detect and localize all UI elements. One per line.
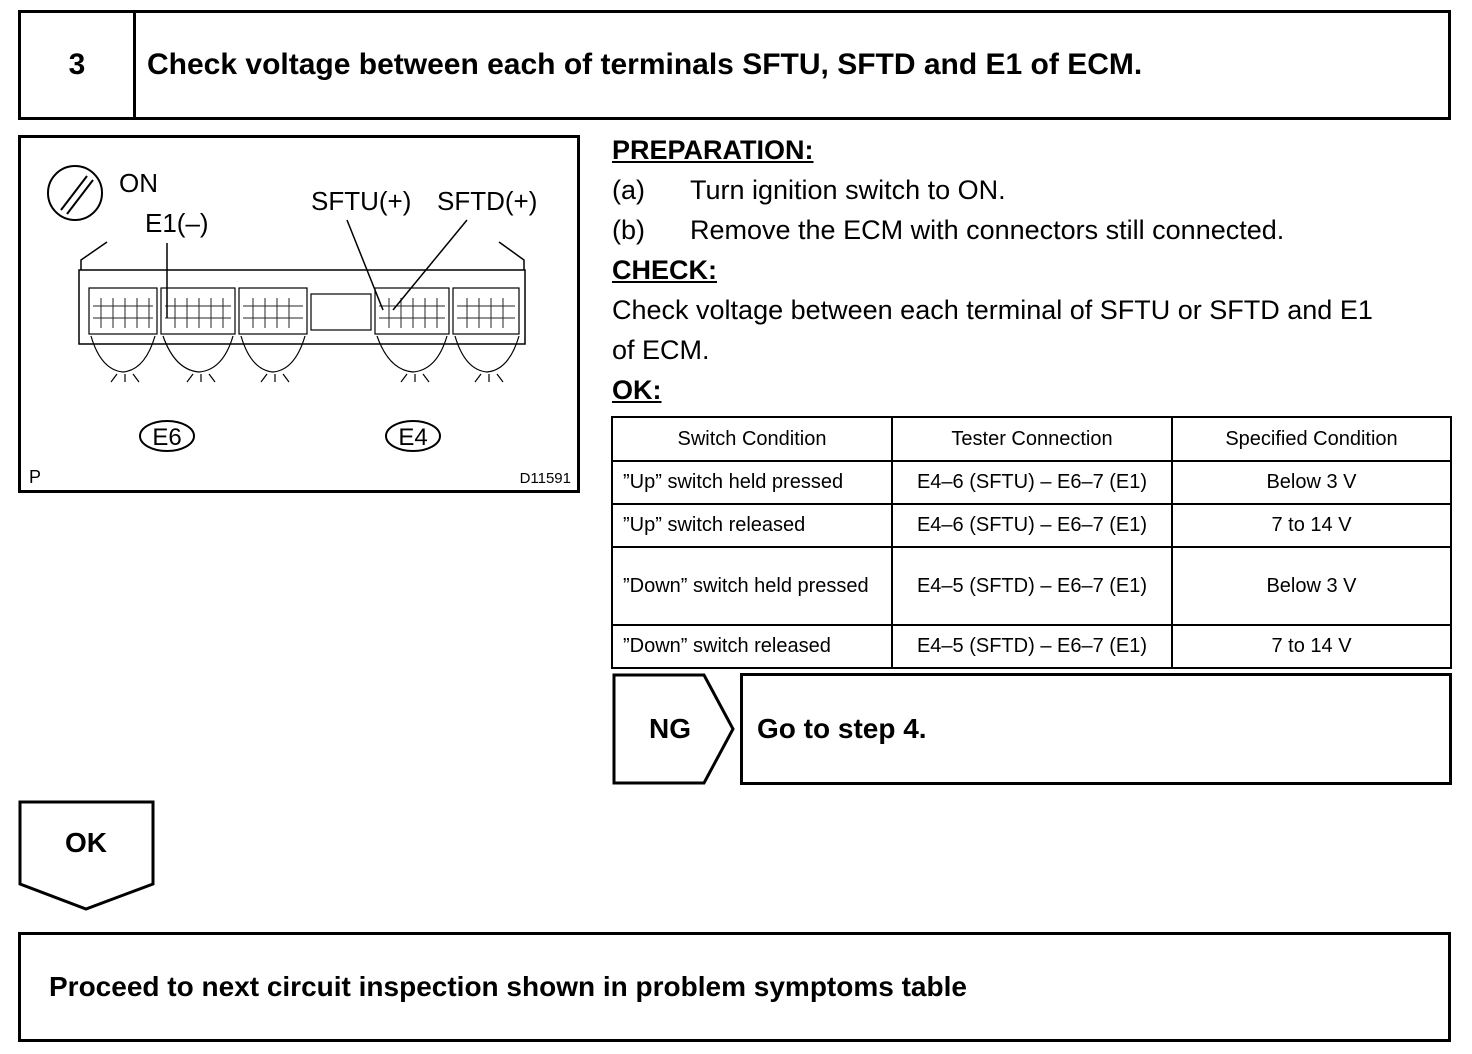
table-cell: ”Down” switch released xyxy=(611,624,893,669)
on-label: ON xyxy=(119,168,158,198)
table-row: ”Up” switch held pressed E4–6 (SFTU) – E… xyxy=(611,460,1452,505)
table-cell: E4–6 (SFTU) – E6–7 (E1) xyxy=(891,460,1173,505)
table-row: ”Down” switch held pressed E4–5 (SFTD) –… xyxy=(611,546,1452,626)
table-cell: Below 3 V xyxy=(1171,546,1452,626)
check-text-line2: of ECM. xyxy=(612,335,710,365)
table-cell: ”Down” switch held pressed xyxy=(611,546,893,626)
preparation-item-label: (a) xyxy=(612,175,645,205)
table-cell: 7 to 14 V xyxy=(1171,503,1452,548)
figure-code: D11591 xyxy=(520,470,571,487)
ok-label: OK xyxy=(65,827,107,858)
sftu-label: SFTU(+) xyxy=(311,186,411,216)
e1-label: E1(–) xyxy=(145,208,209,238)
connector-e6-tag: E6 xyxy=(139,420,195,452)
preparation-item-label: (b) xyxy=(612,215,645,245)
step-title: Check voltage between each of terminals … xyxy=(147,48,1143,81)
table-cell: Below 3 V xyxy=(1171,460,1452,505)
ng-result-box: Go to step 4. xyxy=(740,673,1452,785)
connector-e4-label: E4 xyxy=(398,424,427,451)
instructions: PREPARATION: (a) Turn ignition switch to… xyxy=(612,130,1452,410)
ok-arrow-shape xyxy=(18,800,155,911)
ecm-connector-figure: ON E1(–) SFTU(+) SFTD(+) xyxy=(18,135,580,493)
ok-heading: OK: xyxy=(612,375,662,405)
table-header-row: Switch Condition Tester Connection Speci… xyxy=(611,416,1452,462)
spec-table: Switch Condition Tester Connection Speci… xyxy=(611,416,1452,669)
preparation-item: (b) Remove the ECM with connectors still… xyxy=(612,210,1452,250)
table-row: ”Down” switch released E4–5 (SFTD) – E6–… xyxy=(611,624,1452,669)
figure-corner-letter: P xyxy=(29,467,41,487)
table-cell: ”Up” switch released xyxy=(611,503,893,548)
column-header: Switch Condition xyxy=(611,416,893,462)
column-header: Specified Condition xyxy=(1171,416,1452,462)
ng-label: NG xyxy=(649,713,691,744)
preparation-item: (a) Turn ignition switch to ON. xyxy=(612,170,1452,210)
check-heading: CHECK: xyxy=(612,255,717,285)
ecm-unit xyxy=(78,241,526,383)
table-row: ”Up” switch released E4–6 (SFTU) – E6–7 … xyxy=(611,503,1452,548)
ng-text: Go to step 4. xyxy=(757,713,927,744)
column-header: Tester Connection xyxy=(891,416,1173,462)
ng-arrow-shape xyxy=(612,673,735,785)
sftd-label: SFTD(+) xyxy=(437,186,537,216)
table-cell: 7 to 14 V xyxy=(1171,624,1452,669)
step-number: 3 xyxy=(21,13,136,117)
ecm-diagram: ON E1(–) SFTU(+) SFTD(+) xyxy=(29,165,571,487)
check-text-line1: Check voltage between each terminal of S… xyxy=(612,295,1373,325)
step-header: 3 Check voltage between each of terminal… xyxy=(18,10,1451,120)
connector-e4-tag: E4 xyxy=(385,420,441,452)
preparation-heading: PREPARATION: xyxy=(612,135,814,165)
table-cell: E4–5 (SFTD) – E6–7 (E1) xyxy=(891,546,1173,626)
proceed-box: Proceed to next circuit inspection shown… xyxy=(18,932,1451,1042)
ignition-key-icon xyxy=(47,165,103,221)
preparation-item-text: Turn ignition switch to ON. xyxy=(690,175,1006,205)
proceed-text: Proceed to next circuit inspection shown… xyxy=(49,971,967,1002)
connector-e6-label: E6 xyxy=(152,424,181,451)
table-cell: E4–5 (SFTD) – E6–7 (E1) xyxy=(891,624,1173,669)
table-cell: E4–6 (SFTU) – E6–7 (E1) xyxy=(891,503,1173,548)
preparation-item-text: Remove the ECM with connectors still con… xyxy=(690,215,1285,245)
table-cell: ”Up” switch held pressed xyxy=(611,460,893,505)
